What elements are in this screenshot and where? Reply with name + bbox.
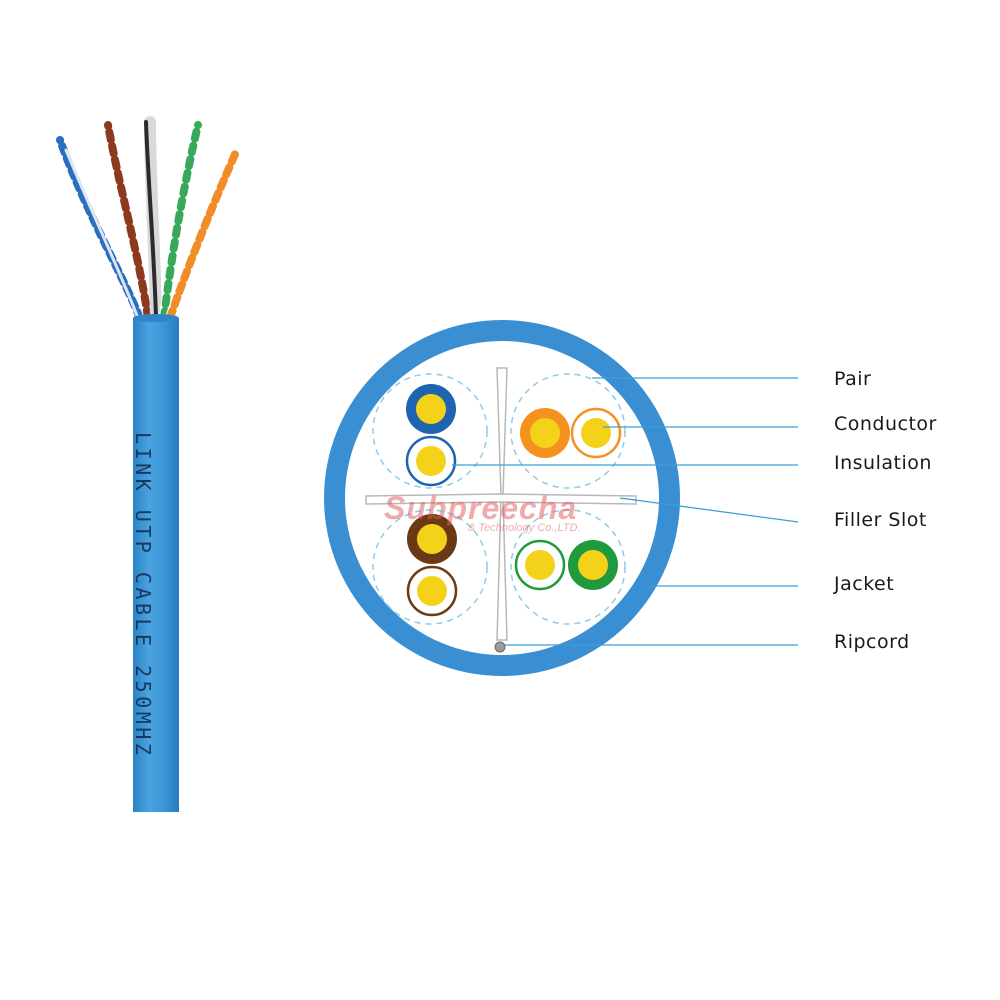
wire-green [160, 121, 202, 322]
pair-blue [405, 384, 457, 487]
conductor-blue [416, 394, 446, 424]
wire-dark [144, 120, 158, 320]
pair-orange [520, 407, 622, 459]
label-insulation: Insulation [834, 452, 932, 474]
cable-illustration [55, 116, 241, 812]
label-pair: Pair [834, 368, 872, 390]
pair-brown [406, 514, 458, 617]
conductor-orange [530, 418, 560, 448]
label-filler-slot: Filler Slot [834, 509, 927, 531]
leader-filler-slot [619, 497, 799, 523]
cross-section [324, 320, 680, 676]
cable-wires [55, 116, 241, 324]
pair-green [514, 539, 618, 591]
conductor-green-white [525, 550, 555, 580]
pair-boundary-orange [510, 373, 626, 489]
cable-jacket-end [133, 314, 179, 322]
conductor-green [578, 550, 608, 580]
watermark-subtitle: & Technology Co.,LTD. [468, 522, 581, 534]
wire-brown [104, 121, 152, 322]
conductor-brown [417, 524, 447, 554]
label-jacket: Jacket [834, 573, 895, 595]
ripcord [494, 641, 506, 653]
conductor-orange-white [581, 418, 611, 448]
callout-lines [452, 377, 799, 646]
watermark-name: Subpreecha [384, 490, 578, 526]
cable-print-text: LINK UTP CABLE 250MHZ [131, 432, 155, 759]
wire-orange [166, 148, 240, 322]
wire-blue-twist [64, 148, 140, 320]
pair-boundaries [372, 373, 626, 625]
cable-jacket [133, 318, 179, 812]
filler-slot [365, 367, 637, 641]
pair-boundary-green [510, 509, 626, 625]
pair-boundary-blue [372, 373, 488, 489]
pair-boundary-brown [372, 509, 488, 625]
conductor-blue-white [416, 446, 446, 476]
label-ripcord: Ripcord [834, 631, 910, 653]
filler-horizontal [365, 493, 637, 505]
watermark-logo: Subpreecha & Technology Co.,LTD. [384, 490, 634, 540]
conductor-brown-white [417, 576, 447, 606]
label-conductor: Conductor [834, 413, 937, 435]
